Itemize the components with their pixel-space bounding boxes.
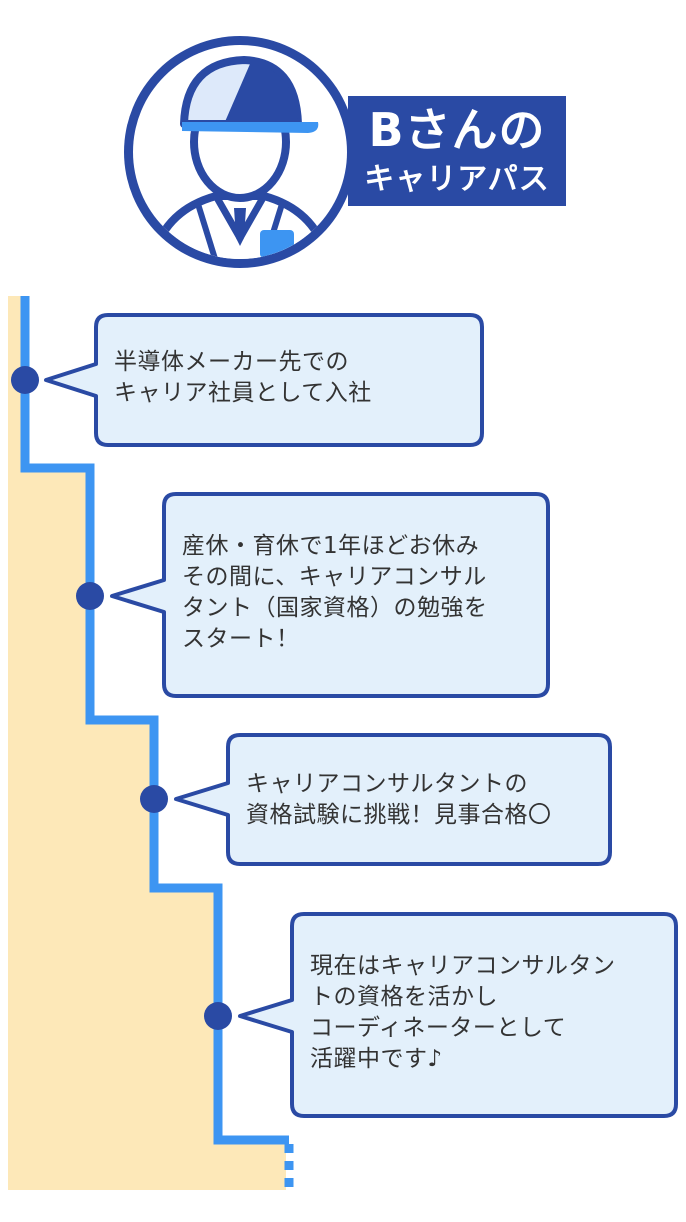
bubble-shape [44,313,484,447]
step-text-3: キャリアコンサルタントの 資格試験に挑戦！見事合格〇 [246,771,552,828]
bubble-shape [110,492,550,698]
step-marker [140,733,612,866]
timeline-node [76,582,104,610]
step-marker [76,492,550,698]
career-staircase-line [20,296,289,1145]
step-text-4: 現在はキャリアコンサルタン トの資格を活かし コーディネーターとして 活躍中です… [310,953,616,1072]
timeline-node [11,366,39,394]
title-badge: Bさんの キャリアパス [348,96,566,206]
step-marker [204,912,678,1118]
title-main: Bさんの [368,103,546,157]
step-text-1: 半導体メーカー先での キャリア社員として入社 [114,349,372,406]
title-sub: キャリアパス [364,162,550,197]
timeline-node [140,785,168,813]
step-text-2: 産休・育休で1年ほどお休み その間に、キャリアコンサル タント（国家資格）の勉強… [182,533,488,652]
bubble-shape [174,733,612,866]
step-marker [11,313,484,447]
worker-with-helmet-icon [124,36,356,268]
bubble-shape [238,912,678,1118]
timeline-node [204,1002,232,1030]
